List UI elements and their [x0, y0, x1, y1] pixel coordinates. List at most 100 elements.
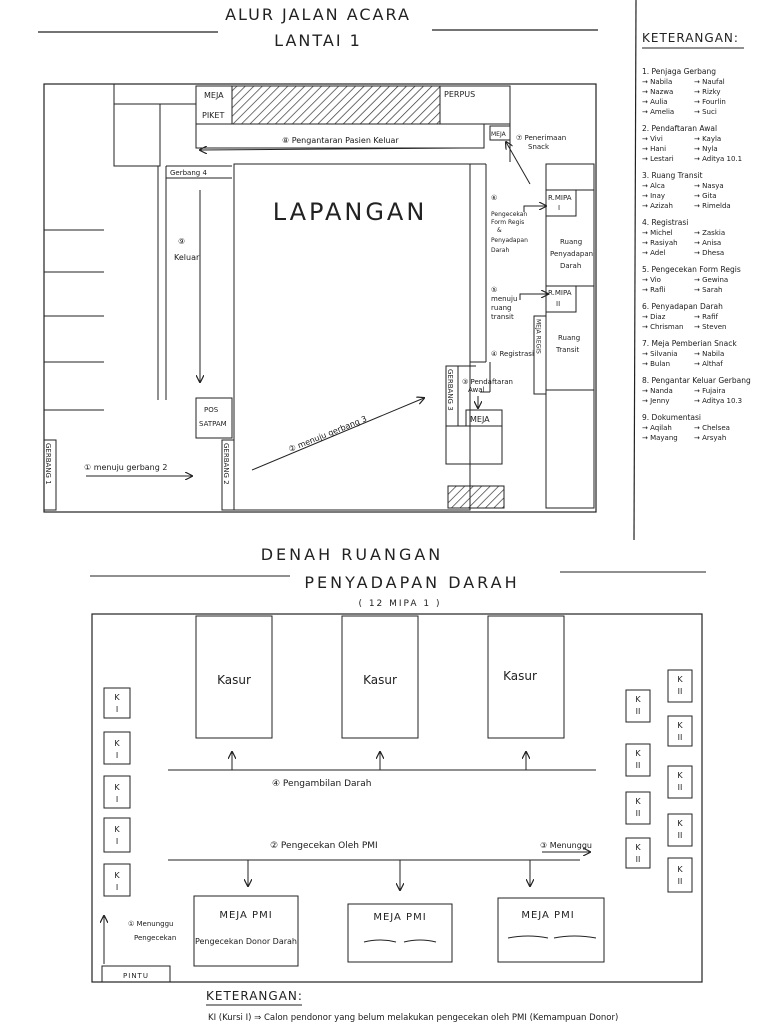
parking-lines: [44, 84, 115, 411]
legend-member: → Nabila: [642, 78, 672, 86]
legend-group-title: 2. Pendaftaran Awal: [642, 124, 717, 133]
kursi-1: [103, 775, 131, 809]
meja-area: [445, 425, 503, 465]
legend-member: → Chrisman: [642, 323, 683, 331]
kursi-2: [667, 669, 693, 703]
building-block: [113, 103, 161, 167]
legend-member: → Hani: [642, 145, 666, 153]
step6-label-6: Darah: [491, 247, 509, 254]
legend-member: → Chelsea: [694, 424, 730, 432]
meja-pmi-3-label: MEJA PMI: [521, 910, 574, 921]
meja-pmi-1-sub: Pengecekan Donor Darah: [195, 937, 297, 946]
kursi-2: [625, 689, 651, 723]
legend-member: → Michel: [642, 229, 673, 237]
step2-room-label: ② Pengecekan Oleh PMI: [270, 841, 378, 851]
gerbang2-label: GERBANG 2: [222, 443, 230, 485]
legend-member: → Aditya 10.1: [694, 155, 742, 163]
bottom-subtitle: ( 12 MIPA 1 ): [358, 599, 441, 609]
kursi-1-label-k: K: [114, 739, 120, 748]
bottom-keterangan-title: KETERANGAN:: [206, 989, 303, 1003]
step3-label-2: Awal: [468, 386, 485, 394]
arrow-pengantaran: [200, 148, 463, 150]
kasur-3-label: Kasur: [503, 669, 537, 683]
legend-groups: 1. Penjaga Gerbang→ Nabila→ Naufal→ Nazw…: [642, 67, 751, 442]
kursi-2-label-ii: II: [636, 761, 641, 770]
legend-group-title: 7. Meja Pemberian Snack: [642, 339, 737, 348]
kursi-2-label-ii: II: [678, 783, 683, 792]
legend-member: → Aditya 10.3: [694, 397, 742, 405]
legend-member: → Rasiyah: [642, 239, 678, 247]
legend-member: → Aqilah: [642, 424, 672, 432]
kursi-1-label-i: I: [116, 751, 118, 760]
ruang-transit-label-1: Ruang: [558, 334, 580, 342]
step6-label-1: ⑥: [491, 194, 497, 202]
step5-label-3: ruang: [491, 304, 511, 312]
legend-member: → Fujaira: [694, 387, 726, 395]
pintu: [101, 965, 171, 983]
arrow-to-gerbang3: [251, 398, 424, 471]
kursi-2-label-k: K: [677, 721, 683, 730]
legend-group-title: 6. Penyadapan Darah: [642, 302, 723, 311]
legend-member: → Nabila: [694, 350, 724, 358]
step6-label-2: Pengecekan: [491, 211, 527, 218]
room-boundary: [91, 613, 703, 983]
legend-member: → Nanda: [642, 387, 673, 395]
meja-snack-label: MEJA: [491, 131, 507, 138]
kasur-2: [341, 615, 419, 739]
legend-member: → Dhesa: [694, 249, 724, 257]
kursi-1-label-i: I: [116, 705, 118, 714]
kursi-1: [103, 731, 131, 765]
legend-member: → Diaz: [642, 313, 666, 321]
legend-member: → Sarah: [694, 286, 722, 294]
bottom-keterangan-text: KI (Kursi I) ⇒ Calon pendonor yang belum…: [208, 1013, 618, 1023]
legend-member: → Alca: [642, 182, 665, 190]
legend-member: → Rimelda: [694, 202, 731, 210]
kursi-2-label-k: K: [677, 819, 683, 828]
meja-pmi-1-label: MEJA PMI: [219, 910, 272, 921]
kursi-2-label-ii: II: [636, 707, 641, 716]
kursi-2: [625, 791, 651, 825]
top-title-line2: LANTAI 1: [274, 31, 362, 50]
r-mipa-1: [545, 189, 577, 217]
kursi-2: [625, 743, 651, 777]
legend-member: → Nyla: [694, 145, 718, 153]
legend-member: → Kayla: [694, 135, 721, 143]
perpus-label: PERPUS: [444, 90, 475, 99]
legend-group-title: 8. Pengantar Keluar Gerbang: [642, 376, 751, 385]
step4-room-label: ④ Pengambilan Darah: [272, 779, 371, 789]
meja-pmi-2: [347, 903, 453, 963]
legend-member: → Arsyah: [694, 434, 726, 442]
kursi-2-label-k: K: [677, 675, 683, 684]
gerbang3-label: GERBANG 3: [446, 369, 454, 411]
pos-satpam: [195, 397, 233, 439]
legend-member: → Fourlin: [694, 98, 726, 106]
kursi-1: [103, 687, 131, 719]
r-mipa-1-label-a: R.MIPA: [548, 194, 572, 202]
ruang-penyadapan-label-1: Ruang: [560, 238, 582, 246]
bottom-title: DENAH RUANGAN PENYADAPAN DARAH ( 12 MIPA…: [90, 545, 706, 609]
kursi-1-label-k: K: [114, 783, 120, 792]
pintu-label: PINTU: [123, 972, 149, 980]
kursi-2-label-ii: II: [678, 687, 683, 696]
legend-title: KETERANGAN:: [642, 31, 739, 45]
step6-label-4: &: [497, 227, 502, 234]
kasur-2-label: Kasur: [363, 673, 397, 687]
kursi-1-group: K I K I K I K I K I: [103, 687, 131, 897]
top-title: ALUR JALAN ACARA LANTAI 1: [38, 5, 598, 50]
step4-label: ④ Registrasi: [491, 350, 534, 358]
step-keluar-label: Keluar: [174, 253, 200, 262]
legend-member: → Zaskia: [694, 229, 725, 237]
kursi-1-label-i: I: [116, 795, 118, 804]
kursi-2-label-ii: II: [678, 733, 683, 742]
kursi-2-label-k: K: [677, 865, 683, 874]
bottom-title-line2: PENYADAPAN DARAH: [304, 573, 519, 592]
hatched-building: [231, 85, 441, 125]
meja-pmi-2-label: MEJA PMI: [373, 912, 426, 923]
step6-label-5: Penyadapan: [491, 237, 528, 244]
meja-pmi-1: [193, 895, 299, 967]
legend-member: → Mayang: [642, 434, 678, 442]
kursi-1-label-k: K: [114, 693, 120, 702]
kursi-2-label-k: K: [635, 843, 641, 852]
step5-label-1: ⑤: [491, 286, 497, 294]
legend-member: → Gita: [694, 192, 717, 200]
